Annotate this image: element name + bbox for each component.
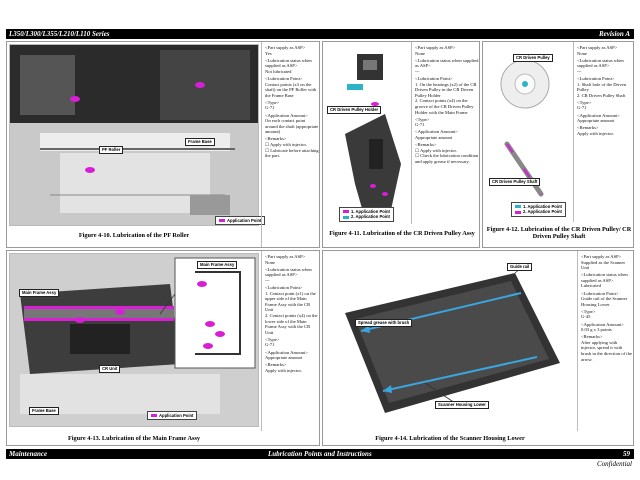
figure-4-14-panel: Guide rail Spread grease with brush Scan…: [322, 250, 634, 446]
legend-fig12: 1. Application Point 2. Application Poin…: [511, 202, 566, 217]
legend-item-2: 2. Application Point: [515, 209, 562, 214]
figure-4-11-notes: <Part supply as ASP> None <Lubrication s…: [415, 45, 479, 164]
footer-left: Maintenance: [9, 450, 48, 458]
label-frame-base: Frame Base: [29, 407, 59, 415]
header-revision: Revision A: [598, 30, 630, 38]
legend-item-1: 1. Application Point: [515, 204, 562, 209]
cr-driven-pulley-illustration: [500, 59, 550, 197]
label-cr-driven-pulley-shaft: CR Driven Pulley Shaft: [489, 178, 541, 186]
figure-4-13-panel: Main Frame Assy Main Frame Assy CR Unit …: [6, 250, 320, 446]
label-cr-unit: CR Unit: [99, 365, 121, 373]
cr-driven-pulley-photo: [485, 44, 571, 224]
legend-swatch: [343, 215, 349, 219]
figure-4-13-caption: Figure 4-13. Lubrication of the Main Fra…: [67, 435, 201, 442]
page-header: L350/L300/L355/L210/L110 Series Revision…: [6, 29, 634, 39]
figure-4-14-notes: <Part supply as ASP> Supplied as the Sca…: [581, 254, 632, 362]
legend-item-2: 2. Application Point: [343, 214, 390, 219]
legend-swatch: [151, 414, 157, 418]
figure-4-10-notes: <Part supply as ASP> Yes <Lubrication st…: [265, 45, 319, 159]
label-spread-grease: Spread grease with brush: [355, 319, 413, 327]
main-frame-photo: [9, 253, 259, 427]
legend-item-1: 1. Application Point: [343, 209, 390, 214]
legend-swatch: [515, 205, 521, 209]
label-pf-roller: PF Roller: [99, 146, 124, 154]
legend-swatch: [219, 219, 225, 223]
figure-4-10-caption: Figure 4-10. Lubrication of the PF Rolle…: [78, 232, 190, 239]
footer-center: Lubrication Points and Instructions: [268, 450, 372, 458]
legend-application-point: Application Point: [215, 216, 266, 226]
legend-application-point: Application Point: [147, 411, 198, 421]
label-cr-driven-pulley: CR Driven Pulley: [513, 54, 553, 62]
legend-swatch: [343, 210, 349, 214]
figure-4-11-caption: Figure 4-11. Lubrication of the CR Drive…: [329, 230, 475, 237]
scanner-housing-photo: [325, 253, 575, 427]
column-divider: [261, 251, 262, 431]
figure-4-11-panel: CR Driven Pulley Holder 1. Application P…: [322, 41, 480, 248]
label-scanner-housing-lower: Scanner Housing Lower: [435, 401, 489, 409]
column-divider: [411, 42, 412, 224]
cr-driven-pulley-holder-photo: [325, 44, 409, 224]
column-divider: [577, 251, 578, 431]
figure-4-12-caption: Figure 4-12. Lubrication of the CR Drive…: [486, 226, 632, 240]
figure-4-13-notes: <Part supply as ASP> None <Lubrication s…: [265, 254, 318, 373]
footer-confidential: Confidential: [597, 460, 632, 468]
header-title: L350/L300/L355/L210/L110 Series: [9, 30, 110, 38]
footer-page-number: 59: [623, 450, 630, 458]
label-guide-rail: Guide rail: [507, 263, 533, 271]
pf-roller-illustration: [10, 45, 258, 225]
figure-4-12-notes: <Part supply as ASP> None <Lubrication s…: [577, 45, 626, 136]
cr-driven-pulley-holder-illustration: [345, 54, 401, 219]
figure-4-10-panel: PF Roller Frame Base Application Point F…: [6, 41, 320, 248]
label-main-frame-assy-inset: Main Frame Assy: [197, 261, 238, 269]
page-footer: Maintenance Lubrication Points and Instr…: [6, 449, 634, 459]
column-divider: [261, 42, 262, 247]
scanner-housing-illustration: [345, 264, 560, 413]
label-main-frame-assy: Main Frame Assy: [19, 289, 60, 297]
label-cr-driven-pulley-holder: CR Driven Pulley Holder: [327, 106, 382, 114]
figure-4-12-panel: CR Driven Pulley CR Driven Pulley Shaft …: [482, 41, 634, 248]
pf-roller-photo: [9, 44, 259, 226]
legend-swatch: [515, 210, 521, 214]
main-frame-illustration: [10, 254, 258, 426]
figure-4-14-caption: Figure 4-14. Lubrication of the Scanner …: [375, 435, 525, 442]
label-frame-base: Frame Base: [185, 138, 215, 146]
legend-fig11: 1. Application Point 2. Application Poin…: [339, 207, 394, 222]
column-divider: [573, 42, 574, 222]
